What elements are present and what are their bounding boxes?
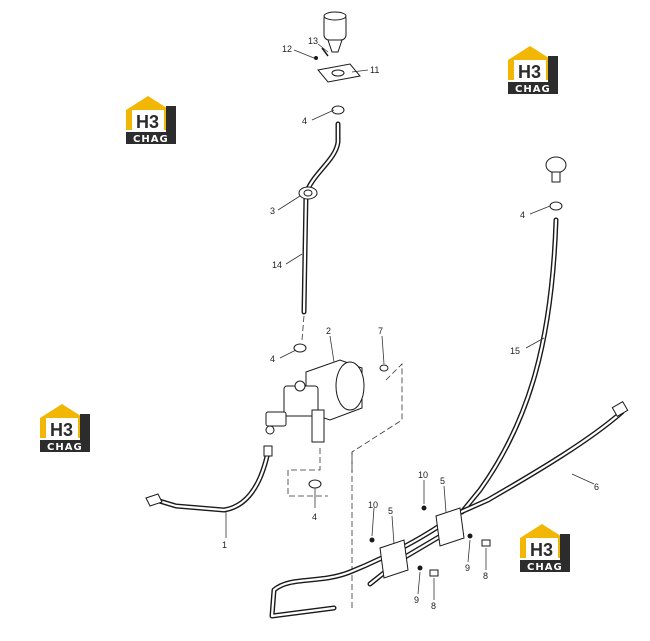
callout-9-left: 9	[414, 595, 419, 605]
washer-9-left	[417, 565, 423, 571]
svg-text:H3: H3	[136, 112, 159, 132]
hose-14	[301, 121, 341, 315]
svg-text:CHAG: CHAG	[47, 442, 83, 453]
bracket-5-right	[435, 507, 465, 547]
callout-5-right: 5	[440, 476, 445, 486]
svg-text:H3: H3	[530, 540, 553, 560]
valve-knob	[545, 156, 567, 183]
svg-text:H3: H3	[50, 420, 73, 440]
grommet-3	[298, 186, 318, 200]
nut-10-right	[421, 505, 427, 511]
callout-4-top: 4	[302, 116, 307, 126]
svg-text:H3: H3	[518, 62, 541, 82]
callout-4-lower: 4	[312, 512, 317, 522]
clamp-4-top	[331, 105, 345, 115]
callout-labels: 13 12 11 4 3 14 4 2 7 4 1 4 15 6 5 5 10 …	[222, 36, 599, 611]
callout-6: 6	[594, 482, 599, 492]
screw-13	[321, 47, 329, 57]
callout-5-left: 5	[388, 506, 393, 516]
svg-text:CHAG: CHAG	[515, 84, 551, 95]
nut-10-left	[369, 537, 375, 543]
callout-11: 11	[370, 65, 379, 75]
clamp-4-lower	[308, 479, 322, 489]
callout-10-left: 10	[368, 500, 378, 510]
callout-4-booster: 4	[270, 354, 275, 364]
callout-4-right: 4	[520, 210, 525, 220]
booster-dashed-outline	[287, 363, 403, 610]
watermark-logo-mid-left: H3 CHAG	[40, 404, 90, 453]
clutch-booster	[265, 359, 365, 443]
svg-text:CHAG: CHAG	[527, 562, 563, 573]
callout-15: 15	[510, 346, 520, 356]
callout-14: 14	[272, 260, 282, 270]
hose-15	[459, 217, 559, 515]
fluid-reservoir	[323, 11, 347, 53]
callout-7: 7	[378, 326, 383, 336]
callout-8-right: 8	[483, 571, 488, 581]
leader-lines	[225, 43, 595, 600]
hose-1	[145, 445, 273, 513]
dash-line	[301, 315, 305, 341]
washer-9-right	[467, 533, 473, 539]
nut-12	[314, 56, 318, 60]
hose-6	[449, 400, 629, 519]
callout-1: 1	[222, 540, 227, 550]
watermark-logo-bottom-right: H3 CHAG	[520, 524, 570, 573]
callout-10-right: 10	[418, 470, 428, 480]
callout-13: 13	[308, 36, 318, 46]
clamp-4-right	[549, 201, 563, 211]
o-ring-7	[379, 364, 389, 372]
callout-2: 2	[326, 326, 331, 336]
watermark-logo-top-right: H3 CHAG	[508, 46, 558, 95]
watermark-logo-top-left: H3 CHAG	[126, 96, 176, 145]
callout-3: 3	[270, 206, 275, 216]
callout-9-right: 9	[465, 563, 470, 573]
bolt-8-left	[429, 569, 439, 577]
bolt-8-right	[481, 539, 491, 547]
callout-8-left: 8	[431, 601, 436, 611]
clamp-4-booster	[293, 343, 307, 353]
callout-12: 12	[282, 44, 292, 54]
svg-text:CHAG: CHAG	[133, 134, 169, 145]
reservoir-bracket	[317, 63, 361, 83]
bracket-5-left	[379, 539, 409, 579]
